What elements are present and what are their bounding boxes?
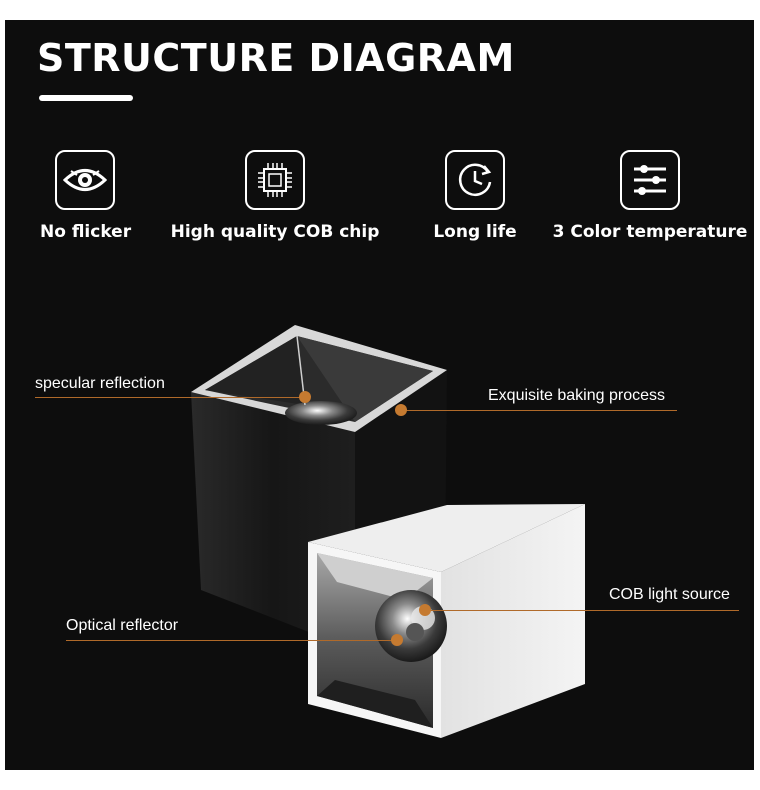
feature-label: 3 Color temperature (552, 222, 748, 242)
eye-icon (55, 150, 115, 210)
callout-dot-baking (395, 404, 407, 416)
feature-cob-chip: High quality COB chip (170, 150, 380, 242)
chip-icon (245, 150, 305, 210)
callout-line-baking (405, 410, 677, 411)
callout-line-optical (66, 640, 398, 641)
callout-dot-optical (391, 634, 403, 646)
callout-optical-reflector: Optical reflector (66, 617, 179, 634)
callout-specular-reflection: specular reflection (35, 375, 165, 392)
callout-cob-light-source: COB light source (609, 586, 730, 603)
feature-long-life: Long life (430, 150, 520, 242)
callout-line-cob (427, 610, 739, 611)
feature-label: High quality COB chip (170, 222, 380, 242)
feature-label: No flicker (40, 222, 132, 242)
callout-dot-cob (419, 604, 431, 616)
callout-baking-process: Exquisite baking process (488, 387, 665, 404)
clock-icon (445, 150, 505, 210)
sliders-icon (620, 150, 680, 210)
callout-dot-specular (299, 391, 311, 403)
title-underline (39, 95, 133, 101)
feature-no-flicker: No flicker (40, 150, 132, 242)
feature-color-temperature: 3 Color temperature (550, 150, 750, 242)
feature-label: Long life (433, 222, 517, 242)
white-downlight (308, 504, 585, 738)
page-title: STRUCTURE DIAGRAM (37, 36, 515, 80)
product-illustration (191, 325, 585, 738)
structure-diagram-panel: STRUCTURE DIAGRAM No flicker (5, 20, 754, 770)
callout-line-specular (35, 397, 305, 398)
black-downlight (191, 325, 447, 650)
